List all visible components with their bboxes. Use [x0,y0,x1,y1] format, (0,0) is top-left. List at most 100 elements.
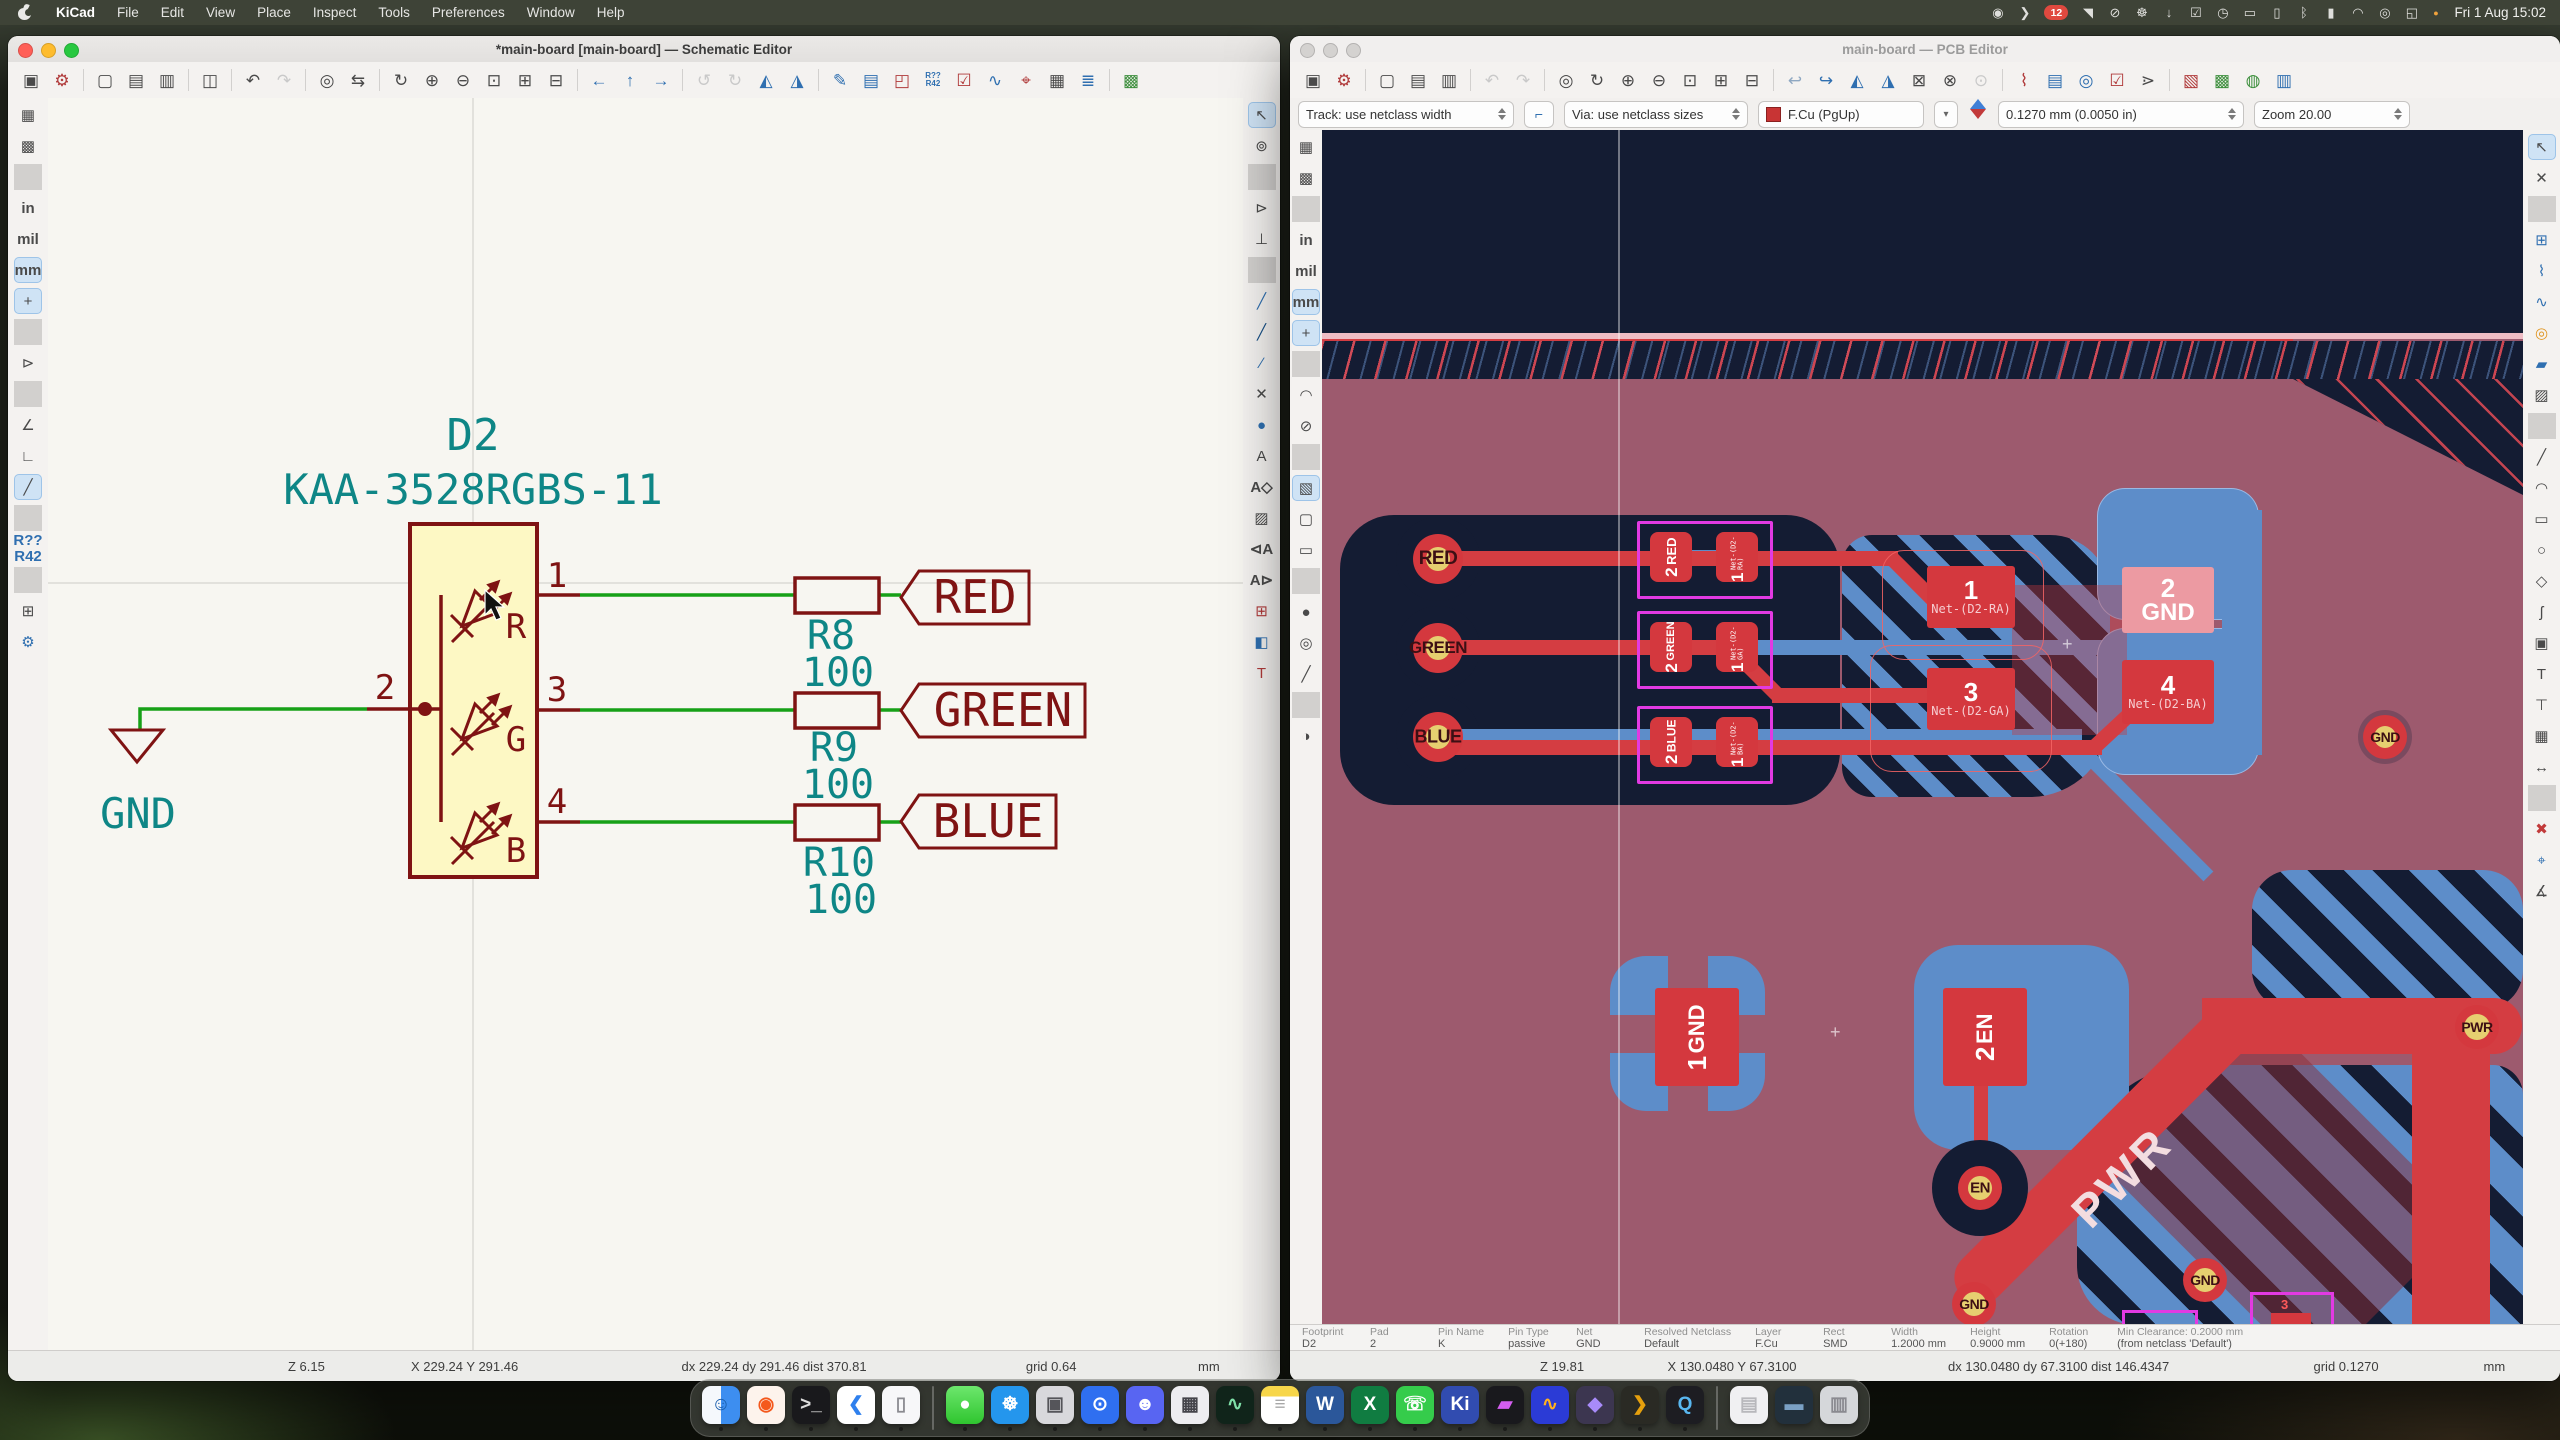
zoom-in-button[interactable]: ⊕ [1613,66,1643,94]
pads-display-toggle[interactable]: ● [1292,599,1320,625]
units-inches[interactable]: in [14,195,42,221]
dimension-tool[interactable]: ↔ [2528,754,2556,780]
zoom-selection-button[interactable]: ⊟ [1737,66,1767,94]
footprint-library-button[interactable]: ▤ [2040,66,2070,94]
unlock-button[interactable]: ⊙ [1966,66,1996,94]
polygon-tool[interactable]: ◇ [2528,568,2556,594]
rotate-cw-button[interactable]: ↻ [720,66,750,94]
gnd-symbol[interactable]: GND [100,730,176,838]
route-tracks-tool[interactable]: ⌇ [2528,258,2556,284]
dock-messages[interactable]: ● [945,1382,985,1434]
grid-override-toggle[interactable]: ▩ [1292,165,1320,191]
mic-indicator[interactable]: ● [2427,0,2444,25]
symbol-library-button[interactable]: ▤ [856,66,886,94]
footprint-r9[interactable]: 2GREEN 1Net-(D2-GA) [1637,611,1773,689]
pcb-canvas[interactable]: RED GREEN BLUE 2RED 1Net-(D2-RA) 2GREEN … [1322,130,2523,1325]
track-width-select[interactable]: Track: use netclass width [1298,101,1514,128]
net-label-green[interactable]: GREEN [934,683,1072,737]
zone-fill-toggle[interactable]: ▧ [1292,475,1320,501]
select-tool[interactable]: ↖ [1248,102,1276,128]
share-icon[interactable]: ◥ [2079,0,2096,25]
nav-up-button[interactable]: ↑ [615,66,645,94]
board-setup-button[interactable]: ⚙ [1329,66,1359,94]
refresh-button[interactable]: ↻ [386,66,416,94]
units-mm[interactable]: mm [1292,289,1320,315]
grid-size-select[interactable]: 0.1270 mm (0.0050 in) [1998,101,2244,128]
menu-view[interactable]: View [195,0,246,25]
mirror-h-button[interactable]: ◮ [782,66,812,94]
zone-outline-toggle[interactable]: ▢ [1292,506,1320,532]
pcb-titlebar[interactable]: main-board — PCB Editor [1290,36,2560,63]
apple-menu[interactable] [18,5,31,20]
grid-toggle[interactable]: ▦ [14,102,42,128]
edit-track-widths-button[interactable]: ⌇ [2009,66,2039,94]
hidden-pins-toggle[interactable]: ⊳ [14,350,42,376]
tht-pad-red[interactable]: RED [1413,534,1463,584]
via-en[interactable]: EN [1958,1166,2002,1210]
nav-forward-button[interactable]: ↪ [1811,66,1841,94]
spotlight-icon[interactable]: ◎ [2376,0,2393,25]
tracks-display-toggle[interactable]: ╱ [1292,661,1320,687]
lock-button[interactable]: ⊗ [1935,66,1965,94]
tht-pad-green[interactable]: GREEN [1413,623,1463,673]
display-icon[interactable]: ▭ [2241,0,2258,25]
timer-badge[interactable]: 12 [2044,5,2068,20]
grid-origin-tool[interactable]: ⌖ [2528,847,2556,873]
find-replace-button[interactable]: ⇆ [343,66,373,94]
grid-override-toggle[interactable]: ▩ [14,133,42,159]
add-footprint-tool[interactable]: ⊞ [2528,227,2556,253]
view-3d-button[interactable]: ◍ [2238,66,2268,94]
zoom-select[interactable]: Zoom 20.00 [2254,101,2410,128]
dock-audacity[interactable]: ∿ [1530,1382,1570,1434]
dock-separator-2[interactable] [1716,1386,1718,1430]
net-navigator-button[interactable]: ⌖ [1011,66,1041,94]
bluetooth-icon[interactable]: ᛒ [2295,0,2312,25]
drc-button[interactable]: ☑ [2102,66,2132,94]
units-mm[interactable]: mm [14,257,42,283]
units-mils[interactable]: mil [14,226,42,252]
download-status-icon[interactable]: ↓ [2160,0,2177,25]
mirror-button[interactable]: ◮ [1873,66,1903,94]
add-symbol-tool[interactable]: ⊳ [1248,195,1276,221]
menu-clock[interactable]: Fri 1 Aug 15:02 [2454,5,2546,20]
menu-kicad[interactable]: KiCad [45,0,106,25]
open-pcb-button[interactable]: ▩ [1116,66,1146,94]
d2-pad-1[interactable]: 1 Net-(D2-RA) [1927,566,2015,628]
menu-place[interactable]: Place [246,0,302,25]
zoom-selection-button[interactable]: ⊟ [541,66,571,94]
via-size-select[interactable]: Via: use netclass sizes [1564,101,1748,128]
netclass-directive-tool[interactable]: A◇ [1248,474,1276,500]
dock-terminal[interactable]: >_ [791,1382,831,1434]
line-mode-free[interactable]: ∠ [14,412,42,438]
dock-excel[interactable]: X [1350,1382,1390,1434]
delete-tool[interactable]: ✖ [2528,816,2556,842]
footprint-r10[interactable]: 2BLUE 1Net-(D2-BA) [1637,706,1773,784]
dock-docker[interactable]: ☸ [990,1382,1030,1434]
d2-pad-2-selected[interactable]: 2 GND [2122,567,2214,633]
nav-forward-button[interactable]: → [646,66,676,94]
plot-button[interactable]: ▥ [1434,66,1464,94]
dock-notes[interactable]: ≡ [1260,1382,1300,1434]
table-tool[interactable]: ▦ [2528,723,2556,749]
zone-hide-toggle[interactable]: ▭ [1292,537,1320,563]
select-tool[interactable]: ↖ [2528,134,2556,160]
rectangle-tool[interactable]: ▭ [2528,506,2556,532]
d2-pad-4[interactable]: 4 Net-(D2-BA) [2122,660,2214,724]
symbol-fields-table-button[interactable]: ▦ [1042,66,1072,94]
new-board-button[interactable]: ▢ [1372,66,1402,94]
highlight-net-tool[interactable]: ⊚ [1248,133,1276,159]
undo-button[interactable]: ↶ [238,66,268,94]
dock-kicad[interactable]: Ki [1440,1382,1480,1434]
dock-1password[interactable]: ⊙ [1080,1382,1120,1434]
via-gnd-bottom-a[interactable]: GND [2183,1258,2227,1302]
line-mode-hv[interactable]: ∟ [14,443,42,469]
no-connect-tool[interactable]: ✕ [1248,381,1276,407]
undo-button[interactable]: ↶ [1477,66,1507,94]
via-gnd-right[interactable]: GND [2363,715,2407,759]
dock-word[interactable]: W [1305,1382,1345,1434]
hier-sheet-tool[interactable]: ⊞ [1248,598,1276,624]
refresh-button[interactable]: ↻ [1582,66,1612,94]
minimize-button[interactable] [41,43,56,58]
ratsnest-curved-toggle[interactable]: ⊘ [1292,413,1320,439]
dock-brave[interactable]: ◉ [746,1382,786,1434]
